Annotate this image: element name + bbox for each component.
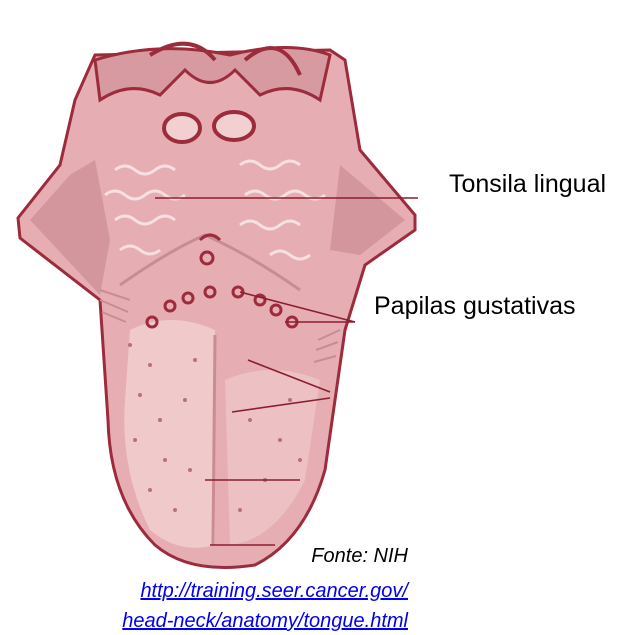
median-sulcus bbox=[213, 335, 215, 545]
label-tonsila-lingual: Tonsila lingual bbox=[449, 170, 606, 199]
label-papilas-gustativas: Papilas gustativas bbox=[374, 292, 576, 321]
vallecula-left bbox=[164, 114, 200, 142]
source-link-line-2[interactable]: head-neck/anatomy/tongue.html bbox=[122, 610, 408, 633]
source-link-line-1[interactable]: http://training.seer.cancer.gov/ bbox=[140, 580, 408, 603]
vallecula-right bbox=[214, 112, 254, 140]
source-credit: Fonte: NIH bbox=[311, 545, 408, 568]
